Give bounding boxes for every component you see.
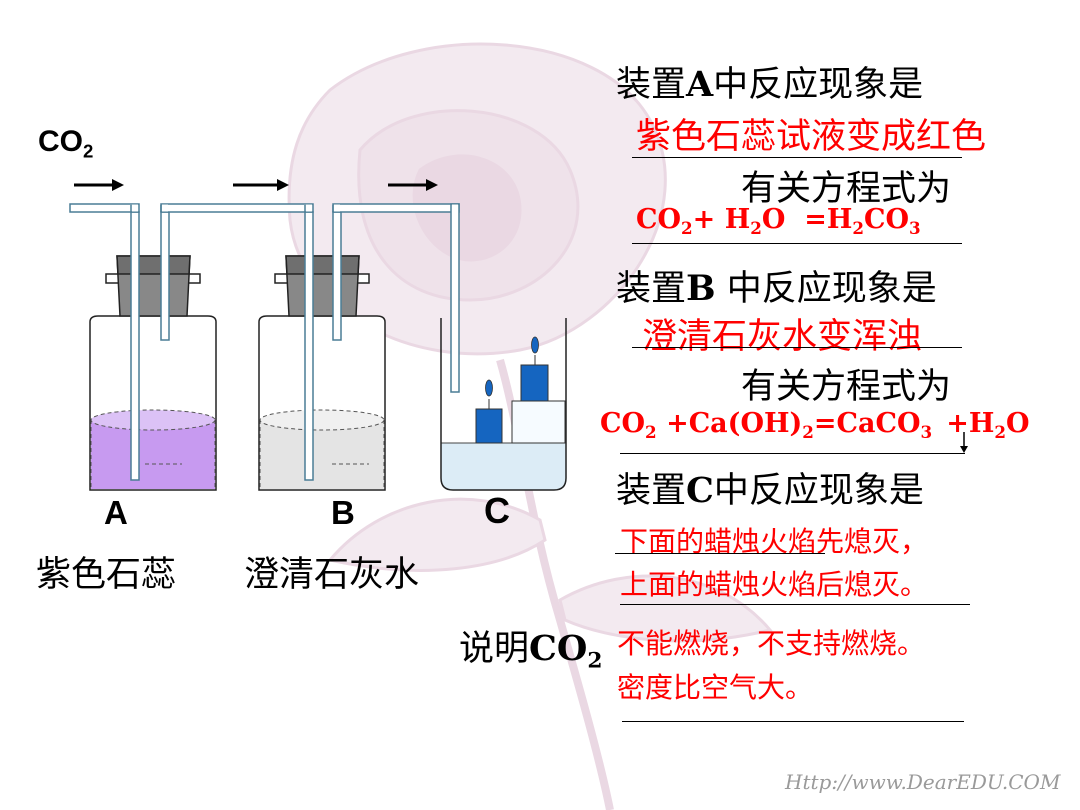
site-watermark: Http://www.DearEDU.COM xyxy=(785,770,1061,794)
eq-a-part2: + H xyxy=(692,204,751,235)
eq-b-part2: +Ca(OH) xyxy=(656,408,803,439)
label-c: C xyxy=(484,490,510,531)
label-b: B xyxy=(331,494,355,531)
eq-a-sub1: 2 xyxy=(681,217,693,238)
answer-line-c2 xyxy=(620,604,970,605)
answer-line-conclusion xyxy=(622,721,964,722)
conclusion-lead: 说明CO2 xyxy=(459,620,602,674)
litmus-solution xyxy=(91,420,215,489)
eq-b-sub1: 2 xyxy=(645,421,657,442)
device-a-answer: 紫色石蕊试液变成红色 xyxy=(636,117,987,157)
limewater xyxy=(260,420,384,489)
eq-a-sub2: 2 xyxy=(750,217,762,238)
beaker-water xyxy=(441,443,566,490)
device-c-question-post: 中反应现象是 xyxy=(713,471,924,511)
device-b-answer: 澄清石灰水变浑浊 xyxy=(642,317,923,357)
conclusion-subscript: 2 xyxy=(587,648,603,674)
conclusion-line2: 密度比空气大。 xyxy=(617,671,814,704)
device-a-question: 装置A中反应现象是 xyxy=(616,56,923,107)
bottle-b xyxy=(258,211,386,491)
device-c-letter: C xyxy=(686,470,714,511)
answer-line-c xyxy=(615,553,825,554)
device-b-equation: CO2 +Ca(OH)2=CaCO3+H2O xyxy=(600,408,1030,442)
answer-line-b xyxy=(632,347,962,348)
eq-b-sub2: 2 xyxy=(802,421,814,442)
device-c-question: 装置C中反应现象是 xyxy=(616,462,924,513)
eq-a-part4: CO xyxy=(863,204,909,235)
bottle-a xyxy=(89,211,217,491)
conclusion-formula: CO xyxy=(529,628,588,669)
eq-b-part4: +H xyxy=(946,408,995,439)
equation-line-a xyxy=(632,243,962,244)
conclusion-lead-text: 说明 xyxy=(459,629,530,669)
device-c-question-pre: 装置 xyxy=(616,471,687,511)
eq-a-sub3: 2 xyxy=(852,217,864,238)
candle-upper xyxy=(520,364,549,402)
beaker-c xyxy=(440,318,567,491)
eq-b-part1: CO xyxy=(600,408,646,439)
eq-b-sub4: 2 xyxy=(994,421,1006,442)
answer-line-a xyxy=(632,157,962,158)
flow-arrow-icon xyxy=(74,179,438,191)
device-c-answer-line2: 上面的蜡烛火焰后熄灭。 xyxy=(620,568,929,601)
eq-b-part3: =CaCO xyxy=(813,408,921,439)
flame-upper-icon xyxy=(531,336,539,354)
device-a-equation-prompt: 有关方程式为 xyxy=(741,169,952,209)
flame-lower-icon xyxy=(485,379,493,397)
precipitate-arrow-icon xyxy=(960,446,968,453)
device-c-answer-line1: 下面的蜡烛火焰先熄灭， xyxy=(620,525,929,558)
device-a-equation: CO2+ H2O =H2CO3 xyxy=(636,204,921,238)
eq-b-sub3: 3 xyxy=(920,421,933,442)
label-a: A xyxy=(104,494,128,531)
gas-formula: CO xyxy=(38,125,83,158)
candle-lower xyxy=(475,408,503,444)
equation-line-b xyxy=(620,453,965,454)
eq-b-part5: O xyxy=(1006,408,1030,439)
eq-a-sub4: 3 xyxy=(909,217,921,238)
device-a-question-pre: 装置 xyxy=(616,65,687,105)
device-b-equation-prompt: 有关方程式为 xyxy=(741,367,952,407)
reagent-a-name: 紫色石蕊 xyxy=(36,555,177,595)
device-b-letter: B xyxy=(686,268,716,309)
conclusion-line1: 不能燃烧，不支持燃烧。 xyxy=(617,627,926,660)
gas-subscript: 2 xyxy=(83,140,94,162)
device-b-question-post: 中反应现象是 xyxy=(715,269,937,309)
reagent-b-name: 澄清石灰水 xyxy=(244,555,420,595)
device-b-question: 装置B 中反应现象是 xyxy=(616,260,937,311)
gas-label: CO2 xyxy=(38,125,93,163)
eq-a-part3: O =H xyxy=(761,204,853,235)
device-b-question-pre: 装置 xyxy=(616,269,687,309)
eq-a-part1: CO xyxy=(636,204,682,235)
device-a-letter: A xyxy=(686,64,714,105)
device-a-question-post: 中反应现象是 xyxy=(713,65,924,105)
